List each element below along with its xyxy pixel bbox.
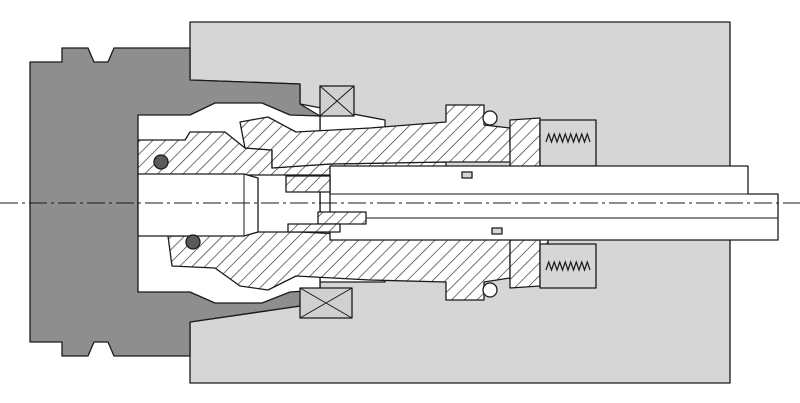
spring-pack-lower-cage: [539, 243, 597, 289]
o-ring-upper: [153, 154, 169, 170]
collet-nut-lower: [509, 239, 541, 289]
spring-coil: [545, 260, 591, 272]
spring-pack-upper: [545, 132, 591, 144]
collet-nut-upper: [509, 117, 541, 169]
bearing-lower: [299, 287, 353, 319]
inner-sleeve-upper: [285, 175, 331, 193]
bearing-upper: [319, 85, 355, 117]
inner-sleeve-mid: [287, 223, 341, 233]
spring-coil: [545, 132, 591, 144]
seal-notch-lower: [491, 227, 503, 235]
seal-notch-upper: [461, 171, 473, 179]
o-ring-lower: [185, 234, 201, 250]
spring-pack-lower: [545, 260, 591, 272]
ball-upper: [482, 110, 498, 126]
ball-lower: [482, 282, 498, 298]
pilot-bushing: [137, 173, 259, 237]
inner-sleeve-lower: [317, 211, 367, 225]
collet-body-lower: [167, 231, 549, 301]
